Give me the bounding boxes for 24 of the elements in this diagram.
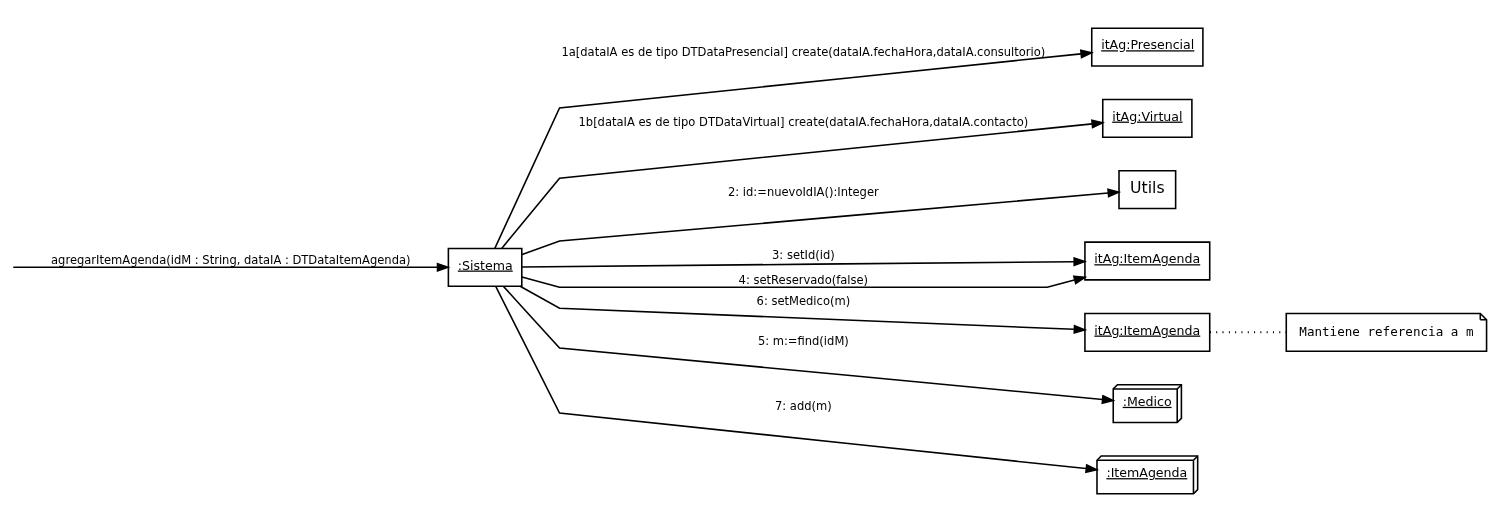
arrow [494,285,1100,473]
arrow [494,48,1094,249]
node-box: :Sistema [447,247,523,287]
edge-label: 1b[dataIA es de tipo DTDataVirtual] create(dataIA.fechaHora,dataIA.contacto) [578,114,1029,129]
arrow [521,187,1122,255]
node-box: itAg:Presencial [1090,26,1204,67]
arrow [12,262,451,272]
edge-label: 5: m:=find(idM) [757,333,849,348]
edge-label: 6: setMedico(m) [756,293,851,308]
node-box: itAg:ItemAgenda [1084,240,1211,281]
edge-label: 3: setId(id) [772,247,835,262]
arrow [521,275,1088,288]
node-box: itAg:Virtual [1101,98,1193,138]
edge-label: agregarItemAgenda(idM : String, dataIA : DTDataItemAgenda) [51,252,411,267]
arrow [502,285,1116,404]
edge-label: 2: id:=nuevoIdIA():Integer [728,184,879,199]
edge-label: 1a[dataIA es de tipo DTDataPresencial] create(dataIA.fechaHora,dataIA.consultorio) [561,44,1046,59]
arrow [500,118,1105,249]
node-box: itAg:ItemAgenda [1084,312,1211,352]
arrow [519,285,1088,334]
arrow [521,256,1088,268]
node-box: Utils [1118,169,1177,209]
edge-label: 4: setReservado(false) [738,272,869,287]
edge-label: 7: add(m) [774,398,832,413]
